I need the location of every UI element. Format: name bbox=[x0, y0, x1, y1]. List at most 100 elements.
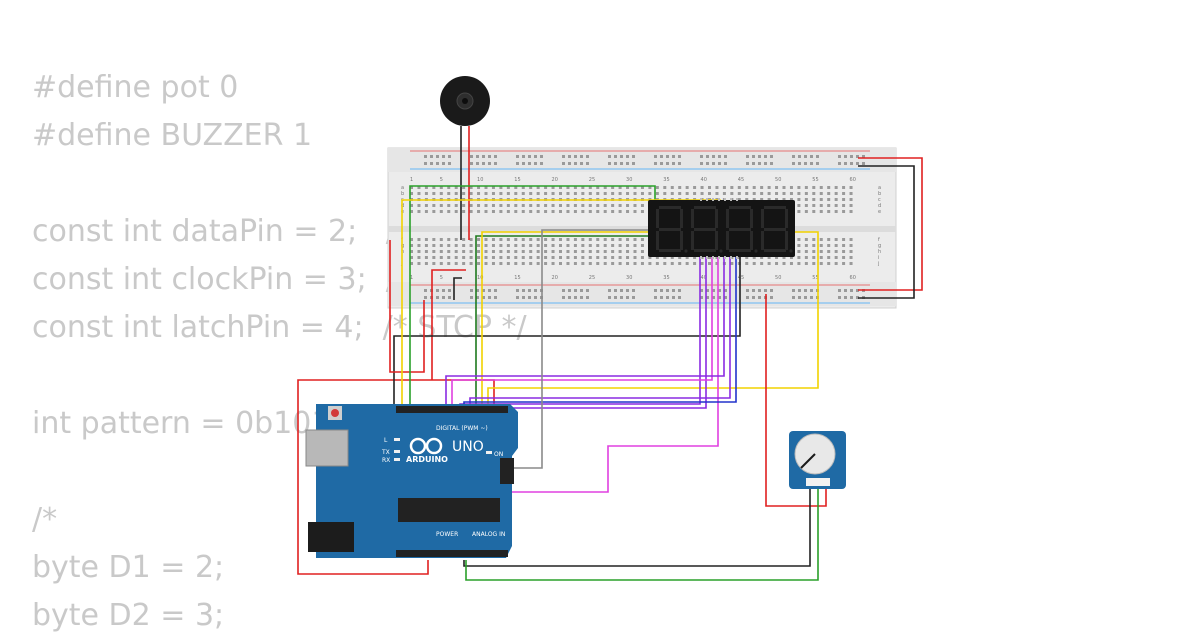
breadboard-hole[interactable] bbox=[417, 186, 421, 189]
breadboard-hole[interactable] bbox=[528, 155, 531, 158]
breadboard-hole[interactable] bbox=[514, 244, 518, 247]
breadboard-hole[interactable] bbox=[850, 296, 853, 299]
breadboard-hole[interactable] bbox=[745, 192, 749, 195]
breadboard-hole[interactable] bbox=[827, 244, 831, 247]
breadboard-hole[interactable] bbox=[666, 296, 669, 299]
breadboard-hole[interactable] bbox=[551, 238, 555, 241]
breadboard-hole[interactable] bbox=[620, 155, 623, 158]
breadboard-hole[interactable] bbox=[700, 296, 703, 299]
breadboard-hole[interactable] bbox=[514, 262, 518, 265]
breadboard-hole[interactable] bbox=[608, 296, 611, 299]
breadboard-hole[interactable] bbox=[454, 238, 458, 241]
breadboard-hole[interactable] bbox=[685, 256, 689, 259]
breadboard-hole[interactable] bbox=[544, 192, 548, 195]
breadboard-hole[interactable] bbox=[491, 204, 495, 207]
breadboard-hole[interactable] bbox=[573, 244, 577, 247]
breadboard-hole[interactable] bbox=[491, 262, 495, 265]
breadboard-hole[interactable] bbox=[559, 186, 562, 189]
breadboard-hole[interactable] bbox=[792, 162, 795, 165]
breadboard-hole[interactable] bbox=[758, 289, 761, 292]
wire-purple[interactable] bbox=[445, 254, 725, 410]
breadboard-hole[interactable] bbox=[574, 155, 577, 158]
breadboard-hole[interactable] bbox=[574, 289, 577, 292]
breadboard-hole[interactable] bbox=[491, 210, 495, 213]
breadboard-hole[interactable] bbox=[746, 296, 749, 299]
breadboard-hole[interactable] bbox=[770, 162, 773, 165]
breadboard-hole[interactable] bbox=[782, 192, 786, 195]
breadboard-hole[interactable] bbox=[588, 262, 592, 265]
breadboard-hole[interactable] bbox=[797, 256, 801, 259]
breadboard-hole[interactable] bbox=[654, 162, 657, 165]
breadboard-hole[interactable] bbox=[804, 289, 807, 292]
breadboard-hole[interactable] bbox=[789, 262, 793, 265]
breadboard-hole[interactable] bbox=[640, 262, 644, 265]
breadboard-hole[interactable] bbox=[536, 238, 540, 241]
breadboard-hole[interactable] bbox=[633, 250, 637, 253]
breadboard-hole[interactable] bbox=[856, 162, 859, 165]
breadboard-hole[interactable] bbox=[462, 192, 466, 195]
breadboard-hole[interactable] bbox=[462, 250, 466, 253]
breadboard-hole[interactable] bbox=[462, 244, 466, 247]
breadboard-hole[interactable] bbox=[626, 204, 630, 207]
breadboard-hole[interactable] bbox=[618, 244, 622, 247]
breadboard-hole[interactable] bbox=[834, 256, 838, 259]
breadboard-hole[interactable] bbox=[614, 155, 617, 158]
breadboard-hole[interactable] bbox=[620, 162, 623, 165]
breadboard-hole[interactable] bbox=[608, 155, 611, 158]
breadboard-hole[interactable] bbox=[536, 210, 540, 213]
breadboard-hole[interactable] bbox=[626, 192, 630, 195]
breadboard-hole[interactable] bbox=[544, 250, 548, 253]
breadboard-hole[interactable] bbox=[417, 210, 421, 213]
breadboard-hole[interactable] bbox=[514, 186, 518, 189]
breadboard-hole[interactable] bbox=[620, 296, 623, 299]
breadboard-hole[interactable] bbox=[834, 210, 838, 213]
breadboard-hole[interactable] bbox=[516, 289, 519, 292]
breadboard-hole[interactable] bbox=[477, 210, 481, 213]
breadboard-hole[interactable] bbox=[797, 244, 801, 247]
breadboard-hole[interactable] bbox=[521, 262, 525, 265]
breadboard-hole[interactable] bbox=[611, 238, 615, 241]
breadboard-hole[interactable] bbox=[551, 256, 555, 259]
breadboard-hole[interactable] bbox=[632, 155, 635, 158]
breadboard-hole[interactable] bbox=[838, 289, 841, 292]
breadboard-hole[interactable] bbox=[672, 155, 675, 158]
breadboard-hole[interactable] bbox=[603, 210, 607, 213]
breadboard-hole[interactable] bbox=[448, 296, 451, 299]
breadboard-hole[interactable] bbox=[678, 186, 682, 189]
breadboard-hole[interactable] bbox=[666, 155, 669, 158]
breadboard-hole[interactable] bbox=[700, 162, 703, 165]
breadboard-hole[interactable] bbox=[477, 204, 481, 207]
breadboard-hole[interactable] bbox=[499, 256, 503, 259]
breadboard-hole[interactable] bbox=[626, 155, 629, 158]
breadboard-hole[interactable] bbox=[718, 289, 721, 292]
breadboard-hole[interactable] bbox=[626, 244, 630, 247]
breadboard-hole[interactable] bbox=[484, 256, 488, 259]
breadboard-hole[interactable] bbox=[752, 256, 756, 259]
breadboard-hole[interactable] bbox=[559, 192, 562, 195]
breadboard-hole[interactable] bbox=[678, 289, 681, 292]
breadboard-hole[interactable] bbox=[521, 238, 525, 241]
breadboard-hole[interactable] bbox=[580, 155, 583, 158]
breadboard-hole[interactable] bbox=[410, 256, 413, 259]
breadboard-hole[interactable] bbox=[573, 256, 577, 259]
breadboard-hole[interactable] bbox=[562, 289, 565, 292]
breadboard-hole[interactable] bbox=[655, 256, 659, 259]
breadboard-hole[interactable] bbox=[770, 289, 773, 292]
breadboard-hole[interactable] bbox=[812, 238, 816, 241]
breadboard-hole[interactable] bbox=[798, 162, 801, 165]
breadboard-hole[interactable] bbox=[626, 162, 629, 165]
breadboard-hole[interactable] bbox=[551, 186, 555, 189]
breadboard-hole[interactable] bbox=[618, 238, 622, 241]
breadboard-hole[interactable] bbox=[534, 289, 537, 292]
breadboard-hole[interactable] bbox=[581, 210, 585, 213]
breadboard-hole[interactable] bbox=[436, 162, 439, 165]
breadboard-hole[interactable] bbox=[819, 186, 823, 189]
breadboard-hole[interactable] bbox=[603, 186, 607, 189]
breadboard-hole[interactable] bbox=[849, 238, 853, 241]
wire-black[interactable] bbox=[393, 254, 741, 410]
breadboard-hole[interactable] bbox=[678, 155, 681, 158]
breadboard-hole[interactable] bbox=[499, 262, 503, 265]
wire-red[interactable] bbox=[765, 294, 827, 507]
breadboard-hole[interactable] bbox=[797, 238, 801, 241]
breadboard-hole[interactable] bbox=[534, 155, 537, 158]
